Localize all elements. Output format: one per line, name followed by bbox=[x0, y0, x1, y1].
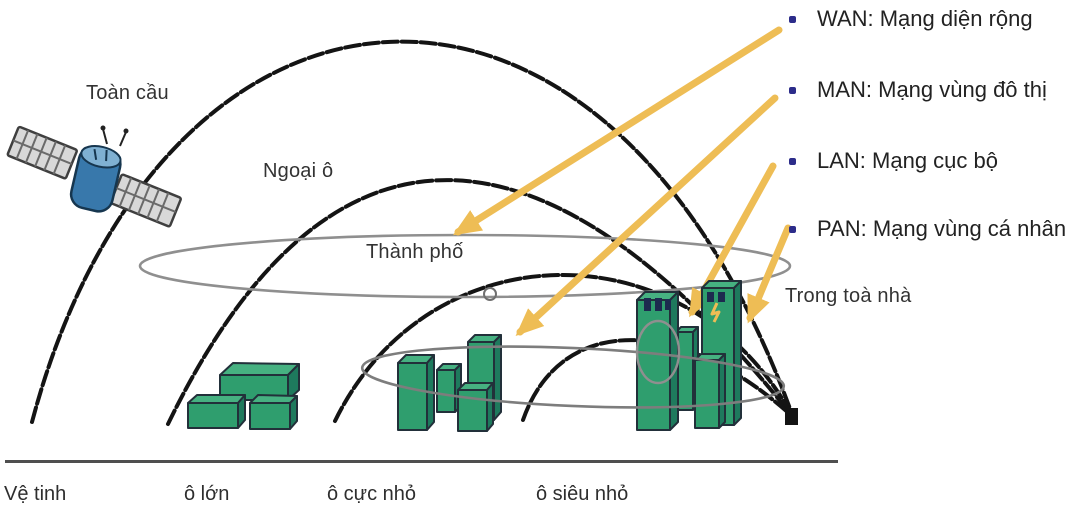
axis-label-micro-cell: ô cực nhỏ bbox=[327, 483, 416, 505]
legend-item-lan: LAN: Mạng cục bộ bbox=[789, 148, 998, 174]
pico-cell-arc bbox=[521, 338, 795, 422]
legend-label-man: MAN: Mạng vùng đô thị bbox=[817, 77, 1047, 102]
city-coverage-ellipse bbox=[138, 233, 792, 299]
legend-label-lan: LAN: Mạng cục bộ bbox=[817, 148, 998, 173]
wan-arrow-icon bbox=[452, 26, 783, 236]
label-suburb: Ngoại ô bbox=[263, 160, 334, 182]
satellite-body bbox=[69, 145, 122, 213]
label-in-building: Trong toà nhà bbox=[785, 285, 912, 307]
legend-item-man: MAN: Mạng vùng đô thị bbox=[789, 77, 1047, 103]
label-global: Toàn cầu bbox=[86, 82, 169, 104]
man-arrow-icon bbox=[515, 94, 779, 337]
axis-label-pico-cell: ô siêu nhỏ bbox=[536, 483, 629, 505]
label-city: Thành phố bbox=[366, 241, 464, 263]
pan-coverage-circle bbox=[635, 319, 681, 385]
arc-convergence-node bbox=[785, 408, 798, 425]
signal-bolt-icon bbox=[710, 302, 721, 323]
baseline-rule bbox=[5, 460, 838, 463]
satellite-right-panel bbox=[109, 173, 182, 228]
pan-bullet-icon bbox=[789, 225, 796, 233]
large-cell-buildings-icon bbox=[187, 362, 300, 430]
small-node-circle bbox=[483, 287, 497, 301]
legend-item-wan: WAN: Mạng diện rộng bbox=[789, 6, 1033, 32]
axis-label-satellite: Vệ tinh bbox=[4, 483, 67, 505]
satellite-icon bbox=[6, 125, 182, 228]
axis-label-large-cell: ô lớn bbox=[184, 483, 230, 505]
man-bullet-icon bbox=[789, 86, 796, 94]
wan-bullet-icon bbox=[789, 15, 796, 23]
lan-bullet-icon bbox=[789, 157, 796, 165]
legend-item-pan: PAN: Mạng vùng cá nhân bbox=[789, 216, 1066, 242]
coverage-arcs bbox=[30, 39, 795, 426]
satellite-left-panel bbox=[6, 125, 78, 180]
legend-label-wan: WAN: Mạng diện rộng bbox=[817, 6, 1033, 31]
large-cell-arc bbox=[166, 178, 795, 426]
micro-cell-coverage-ellipse bbox=[360, 345, 786, 409]
satellite-coverage-arc bbox=[30, 39, 795, 424]
pan-arrow-icon bbox=[746, 224, 792, 324]
building-windows bbox=[644, 292, 725, 311]
legend-label-pan: PAN: Mạng vùng cá nhân bbox=[817, 216, 1067, 241]
satellite-antennas bbox=[102, 128, 127, 147]
